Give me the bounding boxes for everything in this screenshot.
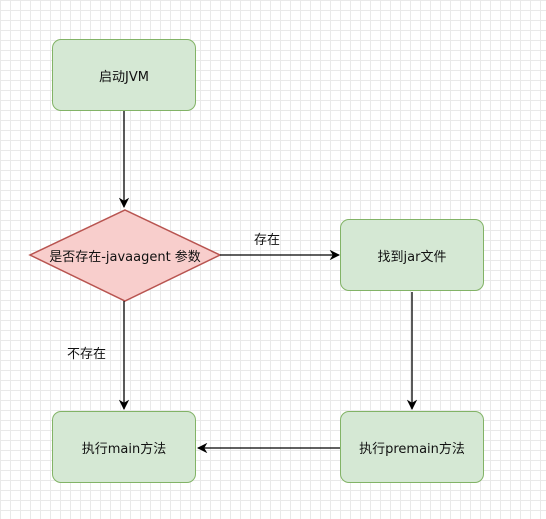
decision-diamond[interactable]	[28, 209, 222, 302]
node-find-jar-label: 找到jar文件	[377, 249, 447, 265]
node-exec-main[interactable]: 执行main方法	[52, 411, 196, 483]
node-start-jvm-label: 启动JVM	[99, 69, 149, 85]
node-exec-premain[interactable]: 执行premain方法	[340, 411, 484, 483]
edge-label-exists: 存在	[254, 233, 281, 248]
node-check-javaagent-label: 是否存在-javaagent 参数	[49, 249, 201, 265]
edge-label-not-exists: 不存在	[67, 347, 107, 362]
node-start-jvm[interactable]: 启动JVM	[52, 39, 196, 111]
node-exec-premain-label: 执行premain方法	[359, 441, 465, 457]
node-exec-main-label: 执行main方法	[81, 441, 167, 457]
node-find-jar[interactable]: 找到jar文件	[340, 219, 484, 291]
